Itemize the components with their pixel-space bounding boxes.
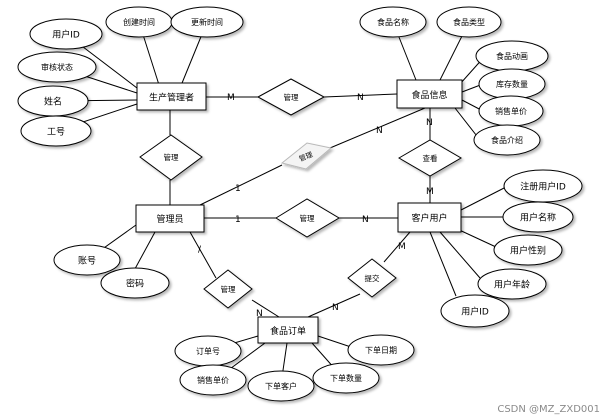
attribute-cust-age-label: 用户年龄	[494, 279, 530, 291]
relationship-admin-customer-label: 管理	[300, 213, 315, 223]
attribute-food-name: 食品名称	[359, 6, 427, 38]
card-food-n-1: N	[357, 93, 364, 103]
attribute-producer-created-label: 创建时间	[123, 17, 155, 27]
attribute-order-no: 订单号	[174, 335, 242, 367]
card-admin-1-b: 1	[235, 215, 241, 225]
attribute-order-price: 销售单价	[179, 364, 247, 396]
relationship-admin-order-label: 管理	[221, 284, 236, 294]
attribute-food-type-label: 食品类型	[453, 17, 485, 27]
attribute-order-qty: 下单数量	[312, 362, 380, 394]
attribute-producer-review-label: 审核状态	[41, 62, 73, 72]
card-order-n-2: N	[332, 303, 339, 313]
card-order-n-1: N	[256, 309, 263, 319]
relationship-producer-admin: 管理	[139, 134, 203, 181]
card-cust-n: N	[362, 215, 369, 225]
entity-producer: 生产管理者	[136, 82, 207, 111]
card-cust-m-2: M	[398, 242, 406, 252]
attribute-food-image: 食品动画	[475, 40, 549, 72]
card-food-n-2: N	[376, 126, 383, 136]
relationship-customer-food-label: 查看	[423, 153, 438, 163]
attribute-cust-regid: 注册用户ID	[503, 169, 583, 203]
entity-admin: 管理员	[135, 204, 205, 233]
relationship-customer-order-label: 提交	[365, 273, 380, 283]
attribute-cust-gender: 用户性别	[493, 234, 563, 266]
card-cust-m-1: M	[426, 187, 434, 197]
entity-admin-label: 管理员	[156, 213, 183, 225]
attribute-food-image-label: 食品动画	[496, 51, 528, 61]
relationship-producer-food: 管理	[256, 78, 326, 116]
attribute-cust-age: 用户年龄	[477, 268, 547, 300]
relationship-admin-customer: 管理	[275, 198, 340, 238]
card-food-n-3: N	[426, 118, 433, 128]
attribute-order-date-label: 下单日期	[365, 345, 397, 355]
attribute-producer-jobno-label: 工号	[47, 127, 65, 138]
attribute-food-price-label: 销售单价	[495, 106, 527, 116]
attribute-cust-regid-label: 注册用户ID	[520, 181, 566, 193]
attribute-producer-created: 创建时间	[105, 6, 173, 38]
attribute-admin-password: 密码	[100, 267, 170, 299]
entity-food: 食品信息	[396, 79, 463, 109]
card-admin-1-a: 1	[235, 184, 241, 194]
attribute-food-intro-label: 食品介绍	[491, 135, 523, 145]
attribute-order-date: 下单日期	[347, 334, 415, 366]
attribute-cust-gender-label: 用户性别	[510, 245, 546, 257]
entity-customer: 客户用户	[397, 202, 462, 233]
attribute-cust-name-label: 用户名称	[520, 212, 556, 224]
relationship-producer-admin-label: 管理	[164, 152, 179, 162]
relationship-producer-food-label: 管理	[284, 92, 299, 102]
attribute-food-stock: 库存数量	[478, 68, 546, 100]
attribute-cust-userid-label: 用户ID	[461, 306, 489, 318]
entity-producer-label: 生产管理者	[149, 92, 194, 104]
attribute-producer-userid-label: 用户ID	[52, 29, 80, 41]
attribute-food-type: 食品类型	[436, 6, 502, 38]
attribute-food-name-label: 食品名称	[377, 17, 409, 27]
attribute-order-qty-label: 下单数量	[330, 373, 362, 383]
attribute-cust-name: 用户名称	[502, 201, 574, 233]
attribute-admin-password-label: 密码	[126, 278, 144, 290]
attribute-producer-updated: 更新时间	[170, 6, 244, 38]
attribute-admin-account-label: 账号	[78, 256, 96, 267]
attribute-food-stock-label: 库存数量	[496, 79, 528, 89]
entity-order-label: 食品订单	[270, 325, 306, 337]
attribute-producer-review: 审核状态	[17, 51, 97, 83]
attribute-producer-updated-label: 更新时间	[191, 17, 223, 27]
attribute-producer-name-label: 姓名	[44, 96, 62, 108]
relationship-admin-food: 管理	[280, 142, 333, 170]
entity-food-label: 食品信息	[411, 89, 447, 101]
card-producer-m: M	[227, 93, 235, 103]
attribute-cust-userid: 用户ID	[440, 294, 510, 328]
relationship-customer-order: 提交	[347, 258, 397, 298]
cardinality-labels: M N 1 N N M 1 N / N M N	[198, 93, 434, 319]
relationship-customer-food: 查看	[398, 139, 462, 177]
relationship-admin-order: 管理	[203, 269, 253, 309]
card-admin-1-c: /	[198, 245, 202, 255]
attribute-food-price: 销售单价	[478, 95, 544, 127]
attribute-order-customer-label: 下单客户	[265, 381, 297, 391]
attribute-food-intro: 食品介绍	[473, 124, 541, 156]
entity-order: 食品订单	[257, 316, 319, 344]
attribute-order-customer: 下单客户	[247, 370, 315, 402]
attribute-producer-jobno: 工号	[20, 115, 92, 147]
attribute-admin-account: 账号	[53, 244, 121, 276]
attribute-order-no-label: 订单号	[196, 346, 220, 356]
attribute-order-price-label: 销售单价	[197, 375, 229, 385]
watermark: CSDN @MZ_ZXD001	[497, 404, 600, 415]
attribute-producer-userid: 用户ID	[29, 18, 103, 50]
attribute-producer-name: 姓名	[17, 85, 89, 117]
entity-customer-label: 客户用户	[411, 212, 447, 224]
